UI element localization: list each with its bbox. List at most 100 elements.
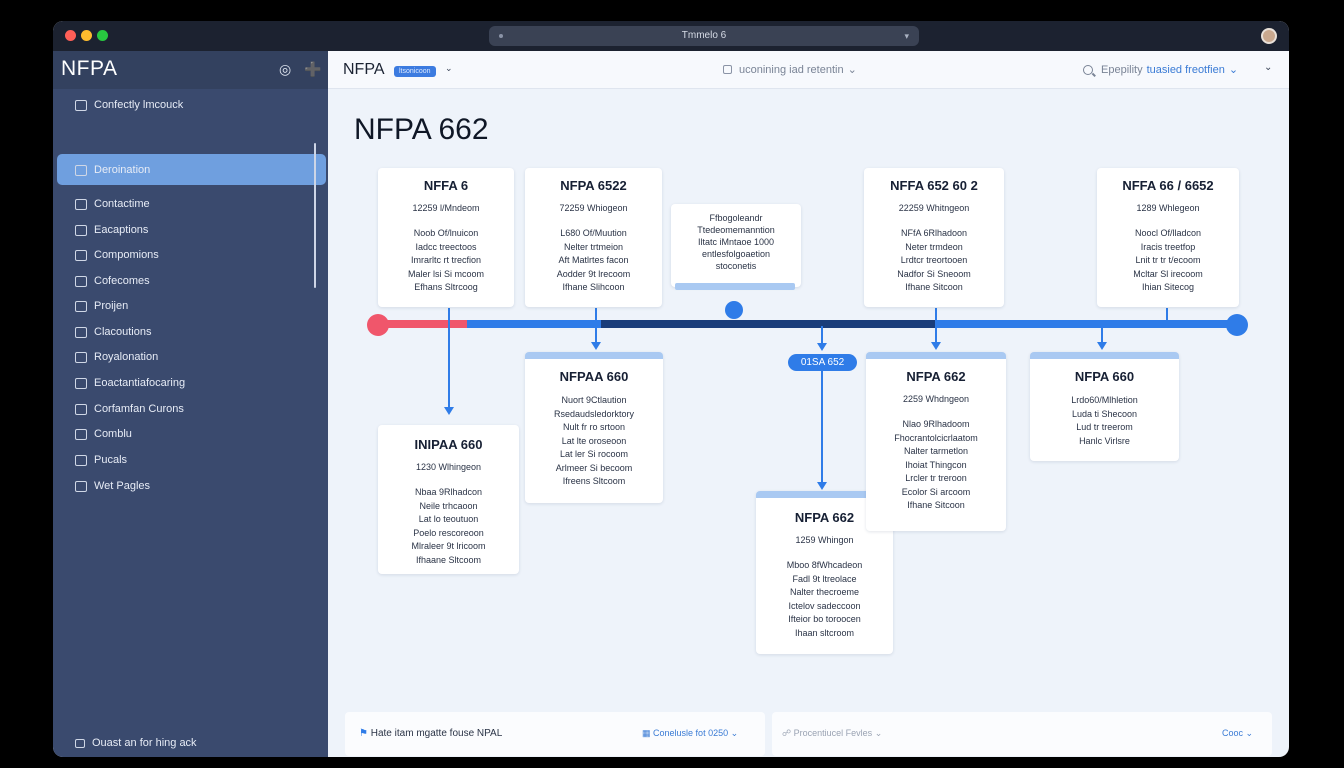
maximize-window-button[interactable] bbox=[97, 30, 108, 41]
timeline-node[interactable] bbox=[725, 301, 743, 319]
card-line: Noocl Of/lladcon bbox=[1134, 228, 1202, 238]
card-line: Ifhane Sitcoon bbox=[905, 282, 963, 292]
sidebar-item-eoactantiafocaring[interactable]: Eoactantiafocaring bbox=[75, 372, 185, 394]
card-line: Iltatc iMntaoe 1000 bbox=[697, 237, 775, 247]
status-badge[interactable]: ltsonicoon bbox=[394, 66, 436, 77]
sidebar-item-pucals[interactable]: Pucals bbox=[75, 449, 127, 471]
card-line: Maler lsi Si mcoom bbox=[407, 268, 484, 279]
chevron-down-icon[interactable]: ⌄ bbox=[1264, 62, 1273, 73]
card-line: Ifhane Sitcoon bbox=[907, 500, 965, 510]
card-body: L680 Of/Muution Nelter trtmeion Aft Matl… bbox=[525, 227, 662, 295]
chevron-down-icon: ⌄ bbox=[874, 728, 883, 738]
card-line: Lat ler Si rocoom bbox=[559, 449, 629, 459]
search-input[interactable]: Epepility tuasied freotfien ⌄ bbox=[1083, 63, 1238, 76]
address-bar[interactable]: Tmmelo 6 ▾ bbox=[489, 26, 919, 46]
avatar[interactable] bbox=[1261, 28, 1277, 44]
card-line: Nelter trtmeion bbox=[563, 241, 624, 252]
timeline-card[interactable]: NFPA 660 Lrdo60/Mlhletion Luda ti Shecoo… bbox=[1030, 352, 1179, 461]
timeline-start-node[interactable] bbox=[367, 314, 389, 336]
timeline-note-card[interactable]: Ffbogoleandr Ttedeomemanntion Iltatc iMn… bbox=[671, 204, 801, 287]
retention-dropdown[interactable]: uconining iad retentin ⌄ bbox=[723, 63, 857, 76]
timeline-card[interactable]: NFFA 66 / 6652 1289 Whlegeon Noocl Of/ll… bbox=[1097, 168, 1239, 307]
card-title: NFFA 6 bbox=[423, 178, 469, 193]
timeline-connector bbox=[935, 308, 937, 343]
chevron-down-icon[interactable]: ▾ bbox=[904, 31, 909, 41]
sidebar-footer-link[interactable]: Ouast an for hing ack bbox=[75, 737, 197, 749]
plus-icon[interactable]: ➕ bbox=[304, 61, 322, 77]
timeline-segment-blue bbox=[467, 320, 601, 328]
card-line: Iracis treetfop bbox=[1140, 241, 1196, 252]
sidebar-item-confectly[interactable]: Confectly lmcouck bbox=[75, 94, 183, 116]
card-line: Mboo 8fWhcadeon bbox=[786, 560, 863, 570]
chevron-down-icon: ⌄ bbox=[1245, 728, 1254, 738]
top-bar: NFPA ltsonicoon ⌄ uconining iad retentin… bbox=[328, 51, 1289, 89]
target-icon[interactable]: ◎ bbox=[279, 61, 292, 77]
sidebar-item-compomions[interactable]: Compomions bbox=[75, 244, 159, 266]
card-body: NFfA 6Rlhadoon Neter trmdeon Lrdtcr treo… bbox=[864, 227, 1004, 295]
timeline-card[interactable]: NFFA 652 60 2 22259 Whitngeon NFfA 6Rlha… bbox=[864, 168, 1004, 307]
sidebar-item-comblu[interactable]: Comblu bbox=[75, 423, 132, 445]
card-subtitle: 1230 Wlhingeon bbox=[415, 462, 482, 472]
bottom-filter-input[interactable]: ☍ Procentiucel Fevles ⌄ bbox=[782, 728, 882, 739]
sidebar-item-proijen[interactable]: Proijen bbox=[75, 295, 128, 317]
grid-icon bbox=[75, 164, 87, 176]
sidebar-item-contactime[interactable]: Contactime bbox=[75, 193, 150, 215]
card-line: NFfA 6Rlhadoon bbox=[900, 228, 968, 238]
title-bar: Tmmelo 6 ▾ bbox=[53, 21, 1289, 51]
minimize-window-button[interactable] bbox=[81, 30, 92, 41]
card-line: Aodder 9t lrecoom bbox=[556, 268, 631, 279]
sidebar-item-corfamfan-curons[interactable]: Corfamfan Curons bbox=[75, 398, 184, 420]
bottom-filter-bar: ☍ Procentiucel Fevles ⌄ Cooc ⌄ bbox=[772, 712, 1272, 756]
card-line: Luda ti Shecoon bbox=[1071, 408, 1138, 419]
timeline-card[interactable]: NFPA 6522 72259 Whiogeon L680 Of/Muution… bbox=[525, 168, 662, 307]
card-line: Ffbogoleandr bbox=[709, 213, 763, 223]
bottom-cooc-dropdown[interactable]: Cooc ⌄ bbox=[1222, 728, 1253, 739]
sidebar-scrollbar[interactable] bbox=[314, 143, 316, 288]
sidebar-item-eacaptions[interactable]: Eacaptions bbox=[75, 219, 148, 241]
card-line: Nalter tarmetlon bbox=[903, 446, 969, 456]
card-line: Lrdtcr treortooen bbox=[900, 255, 968, 265]
sidebar-item-label: Proijen bbox=[94, 300, 129, 312]
chevron-down-icon[interactable]: ⌄ bbox=[445, 63, 453, 73]
sidebar-item-royalonation[interactable]: Royalonation bbox=[75, 346, 158, 368]
card-line: Ecolor Si arcoom bbox=[901, 486, 971, 497]
card-line: Nult fr ro srtoon bbox=[562, 422, 626, 432]
card-line: Lrcler tr treroon bbox=[905, 473, 967, 483]
bottom-conclusion-dropdown[interactable]: ▦ Conelusle fot 0250 ⌄ bbox=[642, 728, 738, 739]
timeline-card[interactable]: INIPAA 660 1230 Wlhingeon Nbaa 9Rlhadcon… bbox=[378, 425, 519, 574]
card-line: Ifhane Slihcoon bbox=[562, 282, 625, 292]
card-line: Lat lte oroseoon bbox=[561, 435, 627, 446]
search-placeholder: Epepility bbox=[1101, 63, 1143, 76]
timeline-pill-badge[interactable]: 01SA 652 bbox=[788, 354, 857, 371]
card-line: Lnit tr tr t/ecoom bbox=[1135, 255, 1201, 265]
card-line: L680 Of/Muution bbox=[560, 228, 627, 238]
sidebar-item-wet-pagles[interactable]: Wet Pagles bbox=[75, 475, 150, 497]
card-line: Noob Of/lnuicon bbox=[413, 228, 479, 238]
card-line: Fhocrantolcicrlaatom bbox=[894, 432, 978, 443]
card-line: Poelo rescoreoon bbox=[413, 527, 484, 538]
lock-icon bbox=[75, 738, 85, 748]
timeline-card[interactable]: NFFA 6 12259 l/Mndeom Noob Of/lnuicon Ia… bbox=[378, 168, 514, 307]
sidebar-item-cofecomes[interactable]: Cofecomes bbox=[75, 270, 150, 292]
card-line: stoconetis bbox=[715, 261, 757, 271]
search-filter[interactable]: tuasied freotfien bbox=[1146, 63, 1225, 76]
timeline-card[interactable]: NFPAA 660 Nuort 9Ctlaution Rsedaudsledor… bbox=[525, 352, 663, 503]
retention-label: uconining iad retentin bbox=[739, 63, 844, 76]
timeline-end-node[interactable] bbox=[1226, 314, 1248, 336]
card-line: Lrdo60/Mlhletion bbox=[1071, 395, 1138, 405]
app-window: Tmmelo 6 ▾ NFPA ◎ ➕ Confectly lmcouck De… bbox=[53, 21, 1289, 757]
chevron-down-icon: ⌄ bbox=[1228, 64, 1239, 76]
sidebar-item-clacoutions[interactable]: Clacoutions bbox=[75, 321, 151, 343]
sidebar-item-label: Deroination bbox=[94, 164, 151, 176]
close-window-button[interactable] bbox=[65, 30, 76, 41]
project-icon bbox=[75, 300, 87, 312]
timeline-segment-blue bbox=[937, 320, 1243, 328]
timeline-connector bbox=[821, 371, 823, 483]
timeline-card[interactable]: NFPA 662 2259 Whdngeon Nlao 9Rlhadoom Fh… bbox=[866, 352, 1006, 531]
card-line: Neter trmdeon bbox=[905, 241, 963, 252]
link-icon: ☍ bbox=[782, 728, 792, 738]
sidebar-footer-label: Ouast an for hing ack bbox=[92, 737, 197, 749]
sidebar-item-deroination[interactable]: Deroination bbox=[75, 159, 150, 181]
card-body: Mboo 8fWhcadeon Fadl 9t ltreolace Nalter… bbox=[756, 559, 893, 640]
arrow-down-icon bbox=[1097, 342, 1107, 350]
